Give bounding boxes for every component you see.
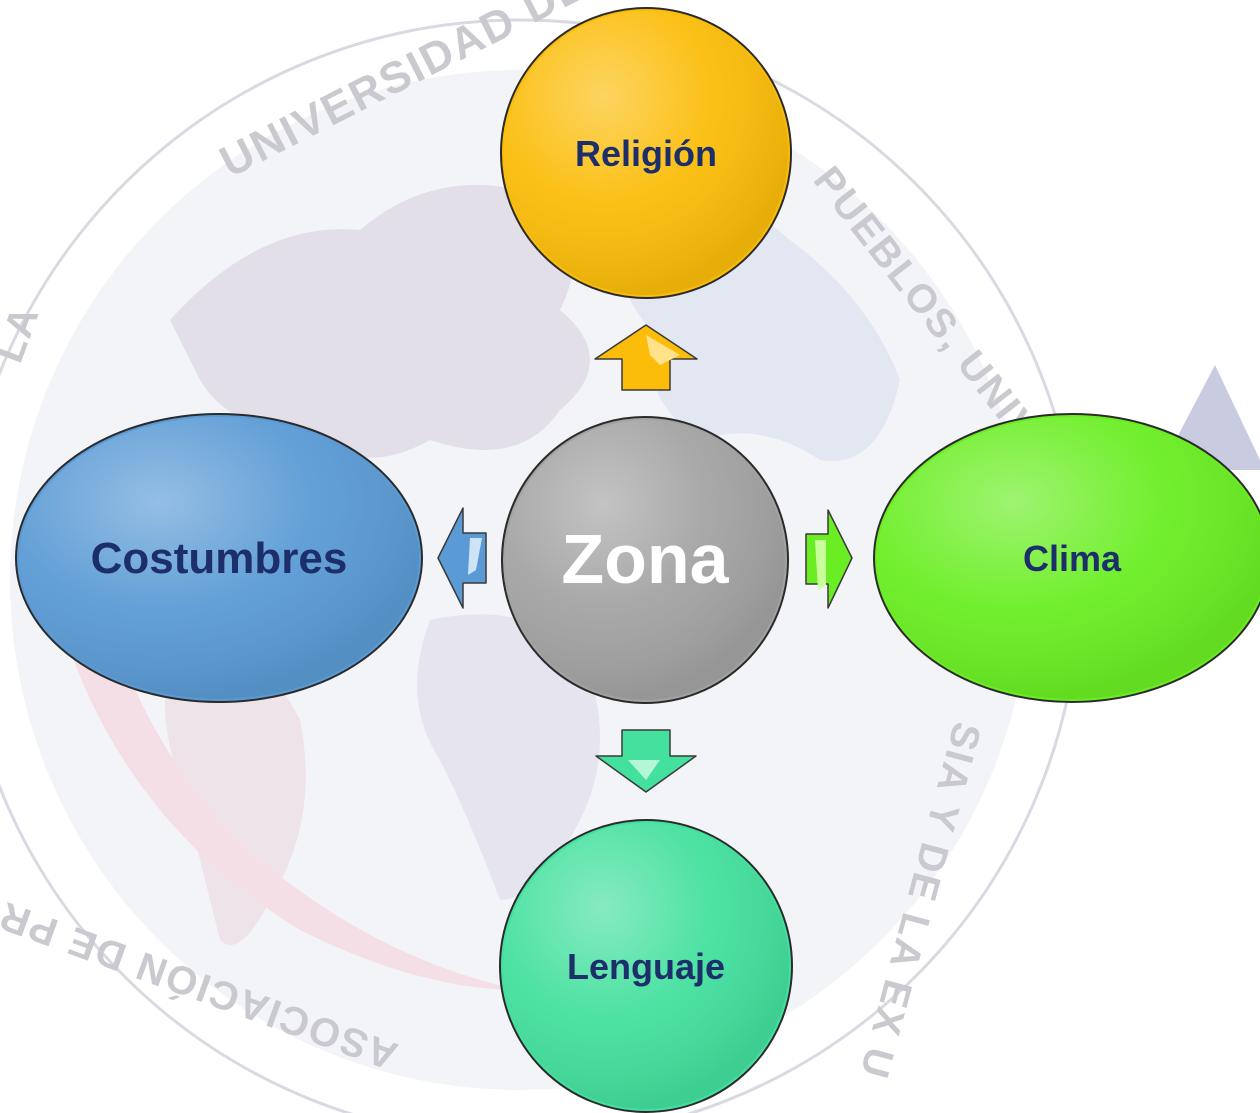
node-lenguaje-shine [503,823,789,1109]
arrow-down-to-bottom-node [595,729,697,793]
node-religion-label: Religión [575,133,717,174]
arrow-up-shape [594,324,698,391]
node-lenguaje: Lenguaje [499,819,793,1113]
node-clima-shine [877,417,1260,699]
arrow-right-to-right-node [805,509,853,609]
watermark-land-africa [417,614,600,900]
watermark-text-left: LA [0,299,48,368]
watermark-land-north [170,185,590,458]
center-node-shine [505,420,785,700]
node-religion: Religión [500,7,792,299]
arrow-left-highlight [468,538,482,575]
node-lenguaje-label: Lenguaje [567,946,725,987]
center-node-zona: Zona [501,416,789,704]
node-costumbres-label: Costumbres [91,534,348,583]
arrow-left-shape [437,507,487,609]
arrow-left-to-left-node [437,507,487,609]
node-clima-label: Clima [1023,538,1122,579]
arrow-right-shape [805,509,853,609]
node-costumbres: Costumbres [15,413,423,703]
node-clima: Clima [873,413,1260,703]
center-node-label: Zona [561,520,729,598]
node-costumbres-shine [19,417,419,699]
node-religion-shine [504,11,788,295]
arrow-up-to-top-node [594,324,698,391]
arrow-up-highlight [646,335,680,365]
arrow-down-highlight [628,760,660,780]
arrow-right-highlight [815,540,826,590]
